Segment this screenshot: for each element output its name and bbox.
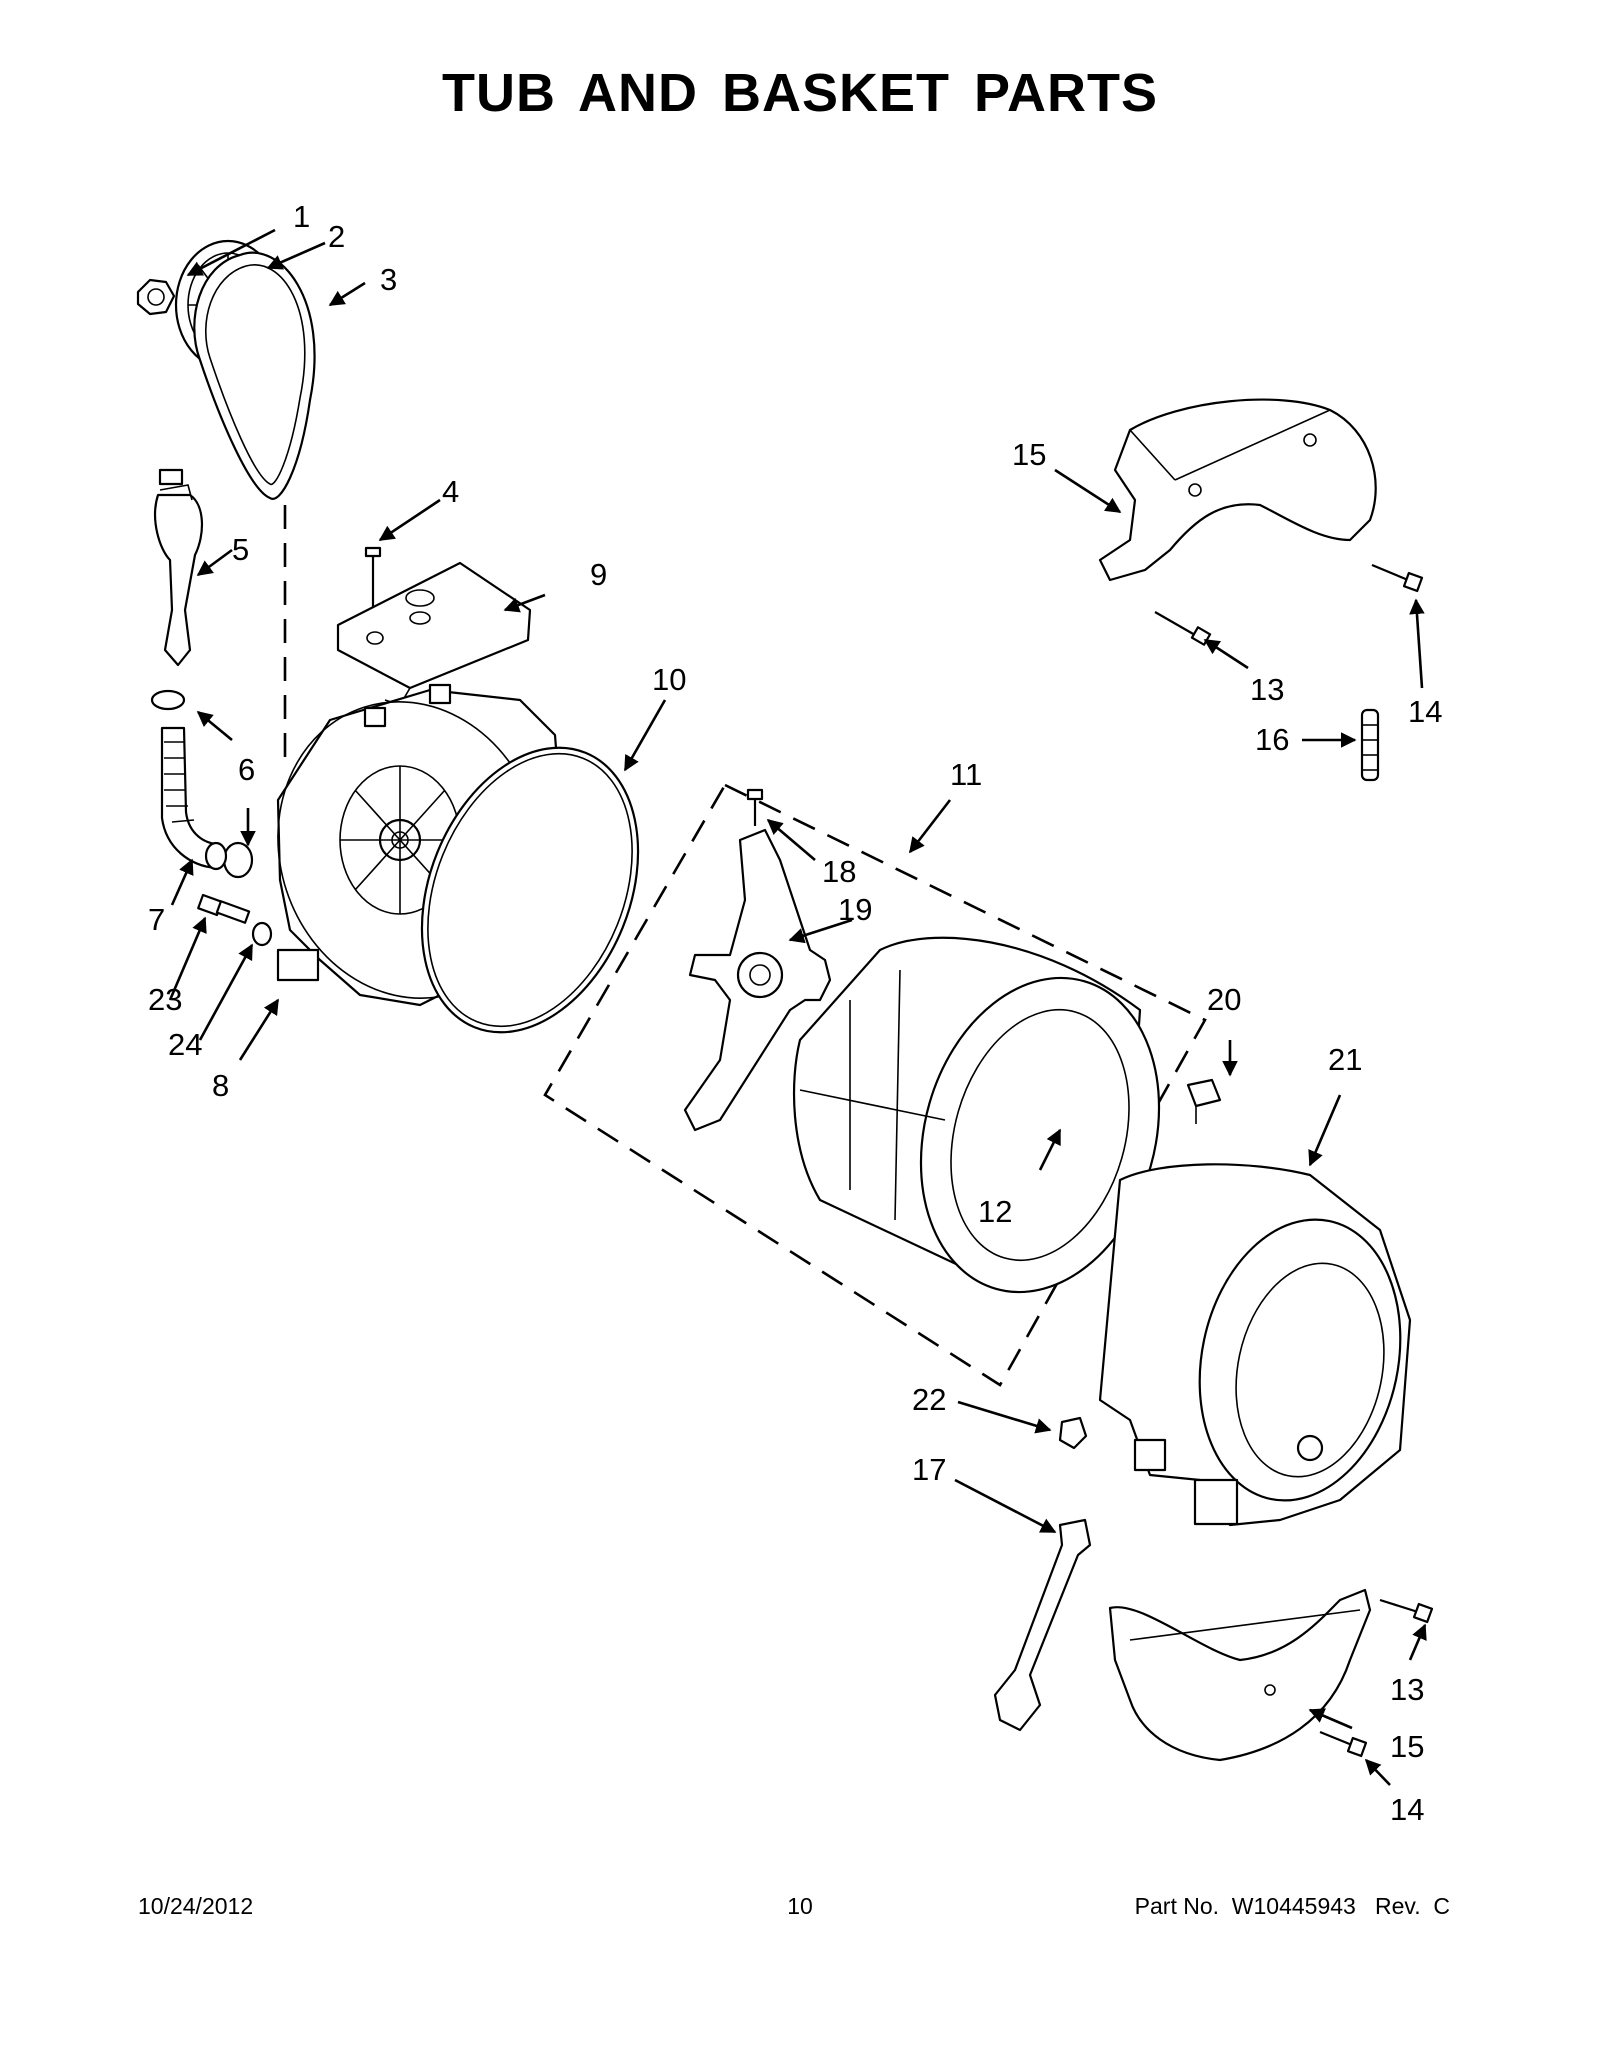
callout-numbers: 1 2 3 4 5 6 7 8 9 10 11 12 13 13 14 14 1… bbox=[148, 199, 1442, 1827]
part-4-screw bbox=[364, 546, 382, 608]
callout-5: 5 bbox=[232, 532, 249, 567]
callout-22: 22 bbox=[912, 1382, 946, 1417]
part-3-belt bbox=[193, 251, 316, 500]
footer-part-number: Part No. W10445943 Rev. C bbox=[1134, 1893, 1450, 1919]
callout-14-lower: 14 bbox=[1390, 1792, 1424, 1827]
callout-15-lower: 15 bbox=[1390, 1729, 1424, 1764]
callout-17: 17 bbox=[912, 1452, 946, 1487]
callout-3: 3 bbox=[380, 262, 397, 297]
callout-20: 20 bbox=[1207, 982, 1241, 1017]
part-12-basket bbox=[792, 936, 1161, 1294]
part-10-tub-seal bbox=[420, 746, 640, 1034]
callout-21: 21 bbox=[1328, 1042, 1362, 1077]
callout-4: 4 bbox=[442, 474, 459, 509]
part-13-upper-screw bbox=[1154, 611, 1212, 646]
callout-19: 19 bbox=[838, 892, 872, 927]
callout-6: 6 bbox=[238, 752, 255, 787]
callout-12: 12 bbox=[978, 1194, 1012, 1229]
part-23-sensor bbox=[197, 893, 251, 924]
callout-2: 2 bbox=[328, 219, 345, 254]
callout-8: 8 bbox=[212, 1068, 229, 1103]
part-19-spider bbox=[683, 828, 832, 1132]
part-16-spring bbox=[1360, 708, 1380, 782]
part-5-drain-fitting bbox=[154, 468, 204, 667]
callout-1: 1 bbox=[293, 199, 310, 234]
part-1-nut bbox=[136, 278, 176, 316]
part-7-drain-hose bbox=[160, 726, 228, 871]
part-20-clip bbox=[1186, 1078, 1222, 1124]
part-15-upper-counterweight bbox=[1098, 398, 1377, 582]
part-6-clamp bbox=[150, 689, 254, 879]
callout-24: 24 bbox=[168, 1027, 202, 1062]
callout-9: 9 bbox=[590, 557, 607, 592]
callout-18: 18 bbox=[822, 854, 856, 889]
callout-10: 10 bbox=[652, 662, 686, 697]
callout-14-upper: 14 bbox=[1408, 694, 1442, 729]
callout-13-lower: 13 bbox=[1390, 1672, 1424, 1707]
page-title: TUB AND BASKET PARTS bbox=[442, 63, 1158, 123]
part-22-gasket bbox=[1058, 1416, 1088, 1450]
callout-7: 7 bbox=[148, 902, 165, 937]
footer-date: 10/24/2012 bbox=[138, 1893, 254, 1919]
part-13-lower-screw bbox=[1379, 1598, 1434, 1624]
part-24-grommet bbox=[251, 921, 273, 947]
callout-13-upper: 13 bbox=[1250, 672, 1284, 707]
callout-15-upper: 15 bbox=[1012, 437, 1046, 472]
part-9-bracket bbox=[336, 561, 532, 706]
callout-16: 16 bbox=[1255, 722, 1289, 757]
part-15-lower-counterweight bbox=[1108, 1588, 1372, 1762]
part-21-front-tub bbox=[1098, 1163, 1412, 1527]
callout-11: 11 bbox=[950, 757, 982, 792]
part-11-basket-assembly-boundary bbox=[543, 783, 1207, 1387]
part-14-lower-screw bbox=[1319, 1730, 1368, 1758]
part-18-screw bbox=[746, 788, 764, 826]
callout-23: 23 bbox=[148, 982, 182, 1017]
part-14-upper-screw bbox=[1371, 563, 1424, 593]
footer-page-number: 10 bbox=[787, 1893, 813, 1919]
part-17-damper bbox=[993, 1518, 1092, 1732]
leader-lines bbox=[168, 228, 1427, 1786]
